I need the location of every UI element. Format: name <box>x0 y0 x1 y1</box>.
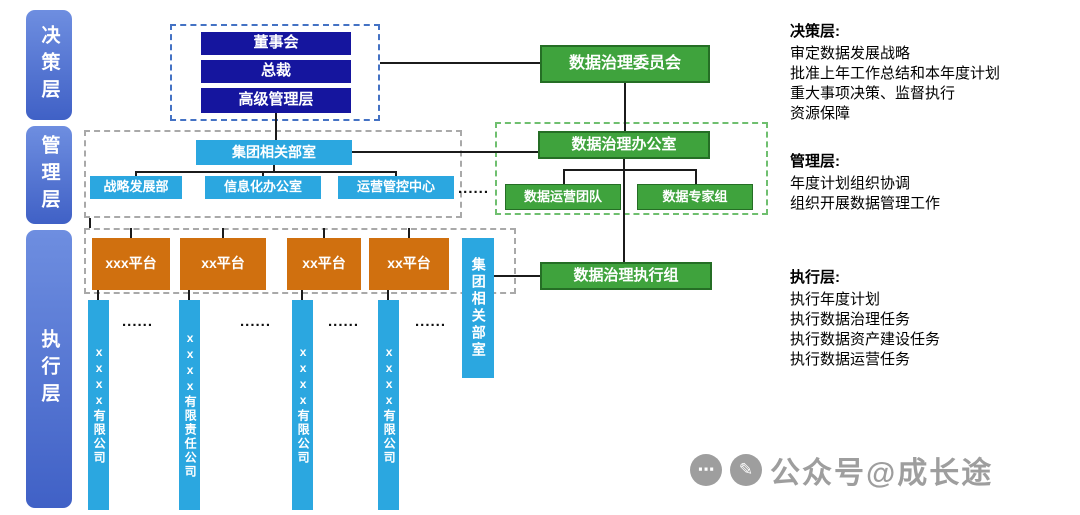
connector-drop-dept-3 <box>395 171 397 176</box>
company-bar-2: xxxx有限责任公司 <box>179 300 200 510</box>
department-box-1: 战略发展部 <box>90 176 182 199</box>
department-box-2: 信息化办公室 <box>205 176 321 199</box>
connector-tick-platform-3 <box>323 228 325 238</box>
group-departments-vertical-box: 集团相关部室 <box>462 238 494 378</box>
note-line: 审定数据发展战略 <box>790 45 911 62</box>
office-dashed-frame <box>495 122 768 215</box>
connector-platform4-to-company <box>387 290 389 300</box>
connector-drop-team-1 <box>563 169 565 184</box>
company-more-dots-2: ...... <box>240 313 272 330</box>
office-box: 数据治理办公室 <box>538 131 710 159</box>
management-dashed-frame <box>84 130 462 218</box>
note-line: 执行数据运营任务 <box>790 351 911 368</box>
note-line: 年度计划组织协调 <box>790 175 911 192</box>
connector-frame-to-frame <box>89 218 91 228</box>
company-bar-1: xxxx有限公司 <box>88 300 109 510</box>
note-line: 批准上年工作总结和本年度计划 <box>790 65 1001 82</box>
board-box: 董事会 <box>201 32 351 55</box>
department-box-3: 运营管控中心 <box>338 176 454 199</box>
layer-bar-execution: 执行层 <box>26 230 72 508</box>
connector-groupdept-to-office <box>352 151 538 153</box>
execution-dashed-frame <box>84 228 516 294</box>
platform-box-1: xxx平台 <box>92 238 170 290</box>
connector-teams-rail <box>563 169 697 171</box>
layer-bar-management: 管理层 <box>26 126 72 224</box>
company-more-dots-1: ...... <box>122 313 154 330</box>
connector-tick-platform-1 <box>130 228 132 238</box>
notes-decision: 决策层: 审定数据发展战略 批准上年工作总结和本年度计划 重大事项决策、监督执行… <box>790 20 1080 124</box>
note-line: 执行数据资产建设任务 <box>790 331 941 348</box>
pen-icon: ✎ <box>730 454 762 486</box>
notes-decision-title: 决策层: <box>790 23 840 40</box>
connector-office-to-execgroup <box>623 159 625 262</box>
connector-drop-team-2 <box>695 169 697 184</box>
president-box: 总裁 <box>201 60 351 83</box>
connector-tick-platform-2 <box>222 228 224 238</box>
notes-execution: 执行层: 执行年度计划 执行数据治理任务 执行数据资产建设任务 执行数据运营任务 <box>790 266 1080 370</box>
connector-committee-to-office <box>624 83 626 131</box>
watermark: ⋯ ✎ 公众号@成长途 <box>690 448 993 492</box>
exec-group-box: 数据治理执行组 <box>540 262 712 290</box>
notes-execution-title: 执行层: <box>790 269 840 286</box>
platform-box-2: xx平台 <box>180 238 266 290</box>
connector-groupdept-stem <box>273 165 275 173</box>
notes-management: 管理层: 年度计划组织协调 组织开展数据管理工作 <box>790 150 1080 214</box>
connector-drop-dept-1 <box>135 171 137 176</box>
notes-management-title: 管理层: <box>790 153 840 170</box>
ops-team-box: 数据运营团队 <box>505 184 621 210</box>
connector-platform3-to-company <box>301 290 303 300</box>
connector-platform1-to-company <box>97 290 99 300</box>
connector-vertgroup-to-execgroup <box>494 275 540 277</box>
connector-departments-rail <box>135 171 397 173</box>
departments-more-dots: ...... <box>458 180 490 197</box>
note-line: 执行数据治理任务 <box>790 311 911 328</box>
company-more-dots-3: ...... <box>328 313 360 330</box>
company-bar-4: xxxx有限公司 <box>378 300 399 510</box>
connector-drop-dept-2 <box>262 171 264 176</box>
note-line: 执行年度计划 <box>790 291 881 308</box>
chat-bubble-icon: ⋯ <box>690 454 722 486</box>
company-more-dots-4: ...... <box>415 313 447 330</box>
watermark-text: 公众号@成长途 <box>770 457 994 490</box>
connector-senior-to-groupdept <box>275 113 277 141</box>
note-line: 重大事项决策、监督执行 <box>790 85 956 102</box>
senior-management-box: 高级管理层 <box>201 88 351 113</box>
connector-decision-to-committee <box>380 62 540 64</box>
note-line: 组织开展数据管理工作 <box>790 195 941 212</box>
layer-bar-decision: 决策层 <box>26 10 72 120</box>
connector-tick-platform-4 <box>408 228 410 238</box>
expert-group-box: 数据专家组 <box>637 184 753 210</box>
connector-platform2-to-company <box>188 290 190 300</box>
committee-box: 数据治理委员会 <box>540 45 710 83</box>
group-departments-box: 集团相关部室 <box>196 140 352 165</box>
platform-box-3: xx平台 <box>287 238 361 290</box>
company-bar-3: xxxx有限公司 <box>292 300 313 510</box>
platform-box-4: xx平台 <box>369 238 449 290</box>
note-line: 资源保障 <box>790 105 851 122</box>
